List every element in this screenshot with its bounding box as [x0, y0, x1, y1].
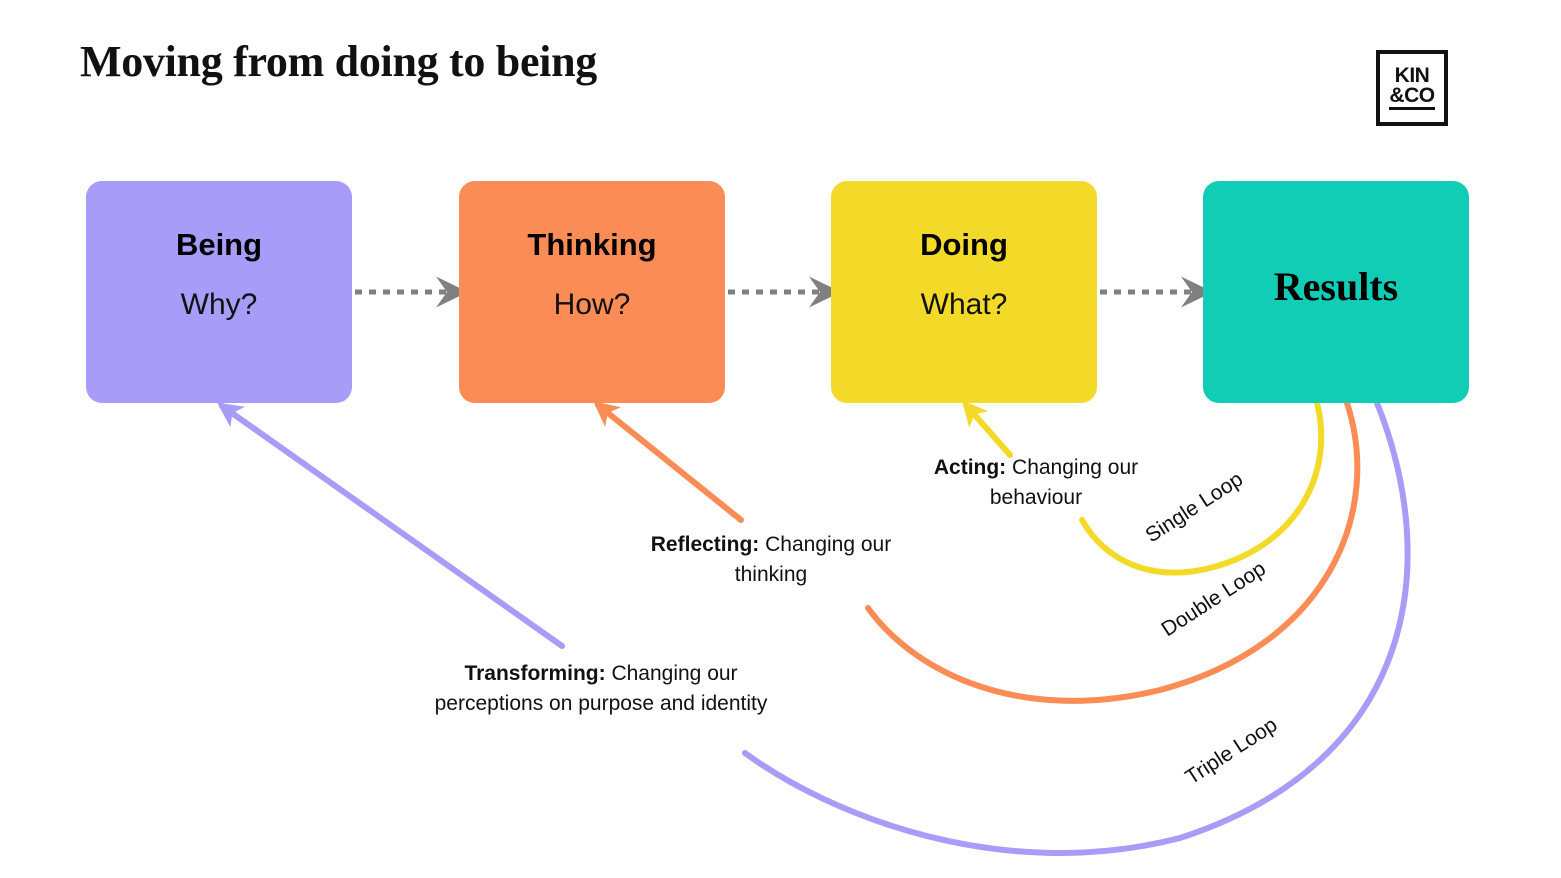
stage-label-doing: Doing: [920, 227, 1008, 262]
caption-reflecting-rest: Changing our thinking: [734, 533, 892, 586]
stage-label-being: Being: [175, 227, 263, 262]
logo-line-kin: KIN: [1394, 64, 1430, 87]
caption-acting-bold: Acting:: [933, 456, 1007, 479]
double-loop-curve: [865, 400, 1361, 704]
stage-label-results: Results: [1273, 264, 1399, 309]
stage-box-doing[interactable]: Doing What?: [831, 181, 1097, 403]
caption-transforming: Transforming: Changing our perceptions o…: [428, 659, 774, 719]
caption-reflecting: Reflecting: Changing our thinking: [640, 530, 902, 590]
logo-line-andco: &CO: [1389, 85, 1435, 110]
triple-loop-curve: [742, 400, 1411, 856]
stage-question-doing: What?: [920, 288, 1008, 321]
caption-reflecting-bold: Reflecting:: [650, 533, 760, 556]
single-loop-curve: [1079, 400, 1325, 576]
stage-box-results[interactable]: Results: [1203, 181, 1469, 403]
caption-transforming-rest: Changing our perceptions on purpose and …: [434, 662, 768, 715]
kin-and-co-logo: KIN &CO: [1376, 50, 1448, 126]
stage-box-being[interactable]: Being Why?: [86, 181, 352, 403]
page-title: Moving from doing to being: [80, 37, 597, 86]
stage-label-thinking: Thinking: [527, 227, 657, 262]
single-loop-arrow: [962, 400, 1013, 458]
double-loop-arrow: [593, 401, 744, 523]
caption-acting: Acting: Changing our behaviour: [900, 453, 1172, 513]
triple-loop-arrow: [217, 402, 565, 649]
stage-box-thinking[interactable]: Thinking How?: [459, 181, 725, 403]
caption-acting-rest: Changing our behaviour: [989, 456, 1139, 509]
stage-question-being: Why?: [180, 288, 258, 321]
caption-transforming-bold: Transforming:: [464, 662, 606, 685]
stage-question-thinking: How?: [553, 288, 631, 321]
